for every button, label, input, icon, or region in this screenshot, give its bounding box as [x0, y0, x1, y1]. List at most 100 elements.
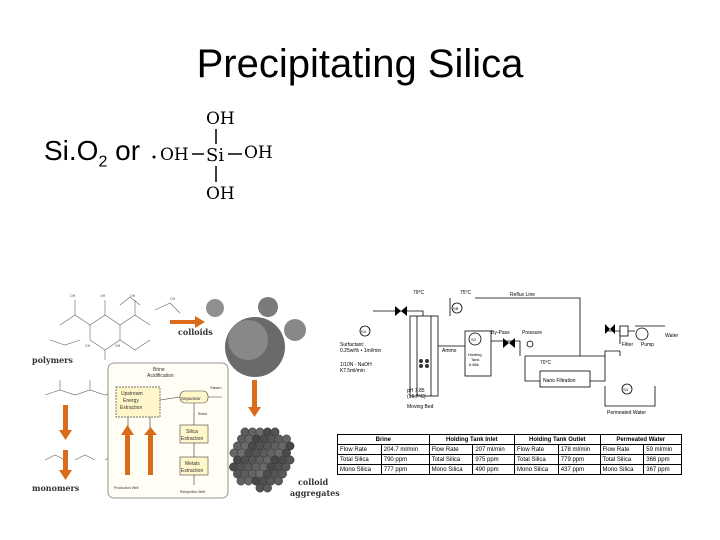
label-colloid: colloid [298, 477, 329, 487]
molecule-oh-left: OH [160, 145, 189, 165]
table-header-permeated-water: Permeated Water [599, 434, 682, 445]
label-production-well: Production Well [114, 486, 139, 490]
svg-text:OH: OH [130, 294, 136, 298]
arrow-down-left [59, 405, 72, 440]
colloid-spheres [206, 297, 306, 377]
table-cell: 207 ml/min [472, 444, 516, 455]
colloid-particle [263, 483, 272, 493]
gauge-s4-icon [359, 325, 371, 337]
silica-polymerization-figure: OH OH OH OH OH OH polymers monomers colloids… [32, 294, 340, 499]
label-temp-70: 70°C [540, 360, 552, 366]
label-surfactant-2: 0.25wt% • 1ml/min [340, 348, 381, 354]
table-cell: 59 ml/min [643, 444, 682, 455]
silicic-acid-structure: OH Si OH OH OH [152, 109, 273, 204]
label-by-pass: By-Pass [491, 330, 510, 336]
molecule-oh-right: OH [244, 143, 273, 163]
table-cell: 366 ppm [643, 454, 682, 465]
table-cell: Total Silica [514, 454, 559, 465]
label-separator: Separator [181, 396, 201, 401]
valve-icon-feed [395, 306, 407, 316]
label-polymers: polymers [32, 355, 73, 365]
colloid-particle [281, 462, 291, 472]
valve-icon-bypass [503, 338, 515, 348]
label-steam: Steam [210, 385, 222, 390]
table-cell: Mono Silica [337, 464, 382, 475]
slide-title: Precipitating Silica [196, 42, 524, 86]
table-header-brine: Brine [337, 434, 430, 445]
colloid-particle [274, 476, 283, 486]
label-naoh-1: 1/10N - NaOH [340, 362, 372, 368]
schematic-components [359, 302, 649, 395]
label-reflux-line: Reflux Line [510, 292, 535, 298]
label-gauge-sb: SB [453, 306, 459, 311]
formula-main: Si.O [44, 135, 99, 166]
label-gauge-s4a: S4 [361, 329, 367, 334]
formula-subscript: 2 [98, 153, 108, 171]
label-monomers: monomers [32, 483, 80, 493]
label-temp-79: 79°C [413, 290, 425, 296]
polymer-labels: OH OH OH OH OH OH [70, 294, 176, 348]
table-cell: Flow Rate [599, 444, 645, 455]
label-holding-1: Holding [468, 352, 482, 357]
svg-text:OH: OH [115, 344, 121, 348]
label-naoh-2: KT.5ml/min [340, 368, 365, 374]
colloid-particle [285, 455, 295, 465]
svg-text:OH: OH [85, 344, 91, 348]
label-permeated-water: Permeated Water [607, 410, 646, 416]
label-water: Water [665, 333, 678, 339]
valve-icon-water [605, 324, 615, 334]
table-cell: Total Silica [599, 454, 645, 465]
arrow-up-left [59, 450, 72, 480]
gauge-sb-icon [451, 302, 463, 314]
molecule-si: Si [206, 145, 224, 166]
label-silica-1: Silica [186, 429, 198, 435]
table-cell: Mono Silica [428, 464, 474, 475]
gauge-s3-icon [468, 332, 482, 346]
table-cell: 490 ppm [472, 464, 516, 475]
label-brine-acid-2: Acidification [147, 373, 174, 379]
sample-measurements-table: Brine Holding Tank Inlet Holding Tank Ou… [337, 434, 682, 475]
formula-text: Si.O2 or [44, 135, 140, 172]
table-cell: 204.7 ml/min [380, 444, 430, 455]
colloid-particle [244, 476, 253, 486]
table-cell: 178 ml/min [557, 444, 601, 455]
label-metals-1: Metals [185, 461, 200, 467]
colloid-particle [282, 434, 291, 444]
svg-text:OH: OH [100, 294, 106, 298]
label-colloids: colloids [178, 327, 213, 337]
label-gauge-s3: S3 [471, 337, 477, 342]
table-cell: 790 ppm [380, 454, 430, 465]
table-cell: Total Silica [337, 454, 382, 465]
pressure-gauge-icon [526, 340, 534, 348]
label-temp-75: 75°C [460, 290, 472, 296]
table-cell: 777 ppm [380, 464, 430, 475]
colloid-particle [285, 441, 295, 451]
label-holding-3: 6.85k [469, 362, 479, 367]
label-brine: Brine [198, 411, 208, 416]
moving-bed-packing [419, 359, 429, 368]
table-header-row: Brine Holding Tank Inlet Holding Tank Ou… [337, 434, 682, 445]
label-pressure: Pressure [522, 330, 542, 336]
svg-text:OH: OH [70, 294, 76, 298]
svg-text:OH: OH [170, 297, 176, 301]
colloid-aggregate-cluster [229, 427, 295, 493]
label-surfactant-1: Surfactant: [340, 342, 364, 348]
label-upstream-2: Energy [123, 398, 139, 404]
molecule-oh-bottom: OH [206, 184, 235, 204]
label-aggregates: aggregates [290, 488, 340, 498]
table-cell: Mono Silica [599, 464, 645, 475]
upstream-box [115, 386, 161, 418]
polymer-chains [49, 296, 181, 360]
table-header-holding-inlet: Holding Tank Inlet [428, 434, 516, 445]
label-nano-filtration: Nano Filtration [543, 378, 576, 384]
table-cell: Flow Rate [514, 444, 559, 455]
process-schematic: 79°C 75°C Reflux Line Surfactant: 0.25wt… [340, 290, 678, 416]
table-row: Total Silica 790 ppm Total Silica 975 pp… [337, 454, 682, 465]
gauge-s4b-icon [621, 383, 633, 395]
colloid-particle [236, 476, 246, 486]
label-reinjection-well: Reinjection Well [180, 490, 205, 494]
label-metals-2: Extraction [181, 468, 203, 474]
table-cell: 779 ppm [557, 454, 601, 465]
label-holding-2: Tank [471, 357, 479, 362]
label-upstream-1: Upstream [121, 391, 143, 397]
